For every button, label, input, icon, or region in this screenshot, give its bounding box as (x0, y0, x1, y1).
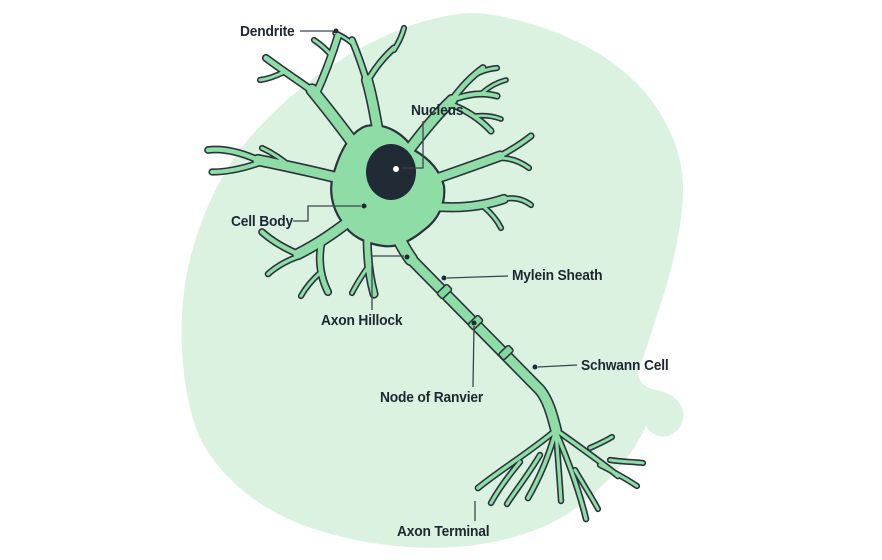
neuron-branch (317, 237, 331, 295)
neuron-branch (476, 428, 558, 490)
neuron-branch (333, 31, 355, 46)
neuron-branch (498, 156, 531, 170)
neuron-branch (498, 134, 533, 158)
label-node-of-ranvier: Node of Ranvier (380, 389, 484, 406)
neuron-branch (449, 65, 486, 103)
neuron-branch (258, 70, 286, 82)
neuron-branch (392, 26, 406, 52)
neuron-branch (468, 66, 499, 80)
neuron-branch (299, 270, 323, 298)
neuron-branch (266, 254, 302, 276)
neuron-branch (502, 196, 533, 207)
label-axon-hillock: Axon Hillock (321, 312, 403, 329)
neuron-branch (263, 55, 317, 95)
neuron-branch (482, 205, 503, 230)
neuron-branch (588, 435, 614, 450)
neuron-branch (526, 428, 558, 500)
neuron-branch (260, 146, 294, 170)
label-schwann-cell: Schwann Cell (581, 357, 669, 374)
neuron-branch (480, 78, 508, 95)
neuron-branch (293, 209, 363, 259)
neuron-branch (312, 38, 334, 58)
neuron-branch (598, 463, 639, 488)
neuron-branch (205, 147, 261, 163)
node-of-ranvier-band (436, 283, 453, 300)
neuron-branch (307, 85, 377, 175)
neuron-branch (428, 152, 504, 184)
neuron-branch (608, 458, 645, 465)
label-cell-body: Cell Body (231, 213, 293, 230)
nucleus (366, 144, 416, 200)
neuron-branch (350, 262, 372, 295)
neuron-branch (474, 114, 503, 121)
neuron-branch (450, 91, 499, 102)
label-myelin-sheath: Mylein Sheath (512, 267, 603, 284)
neuron-branch (405, 253, 561, 435)
neuron-branch (365, 46, 396, 84)
neuron-branch (505, 453, 542, 506)
neuron-branch (426, 195, 508, 211)
neuron-branch (489, 460, 522, 505)
leader-lines (293, 28, 578, 521)
label-nucleus: Nucleus (411, 102, 464, 119)
label-dendrite: Dendrite (240, 23, 295, 40)
neuron-branch (313, 33, 341, 97)
neuron-branch (210, 160, 264, 174)
myelin-sheath (436, 283, 514, 361)
neuron-branch (448, 102, 493, 133)
node-of-ranvier-band (498, 344, 514, 361)
neuron-branch (253, 155, 351, 185)
neuron-branch (554, 430, 588, 521)
neuron-branch (259, 229, 301, 257)
neuron-branch (573, 468, 600, 511)
label-axon-terminal: Axon Terminal (397, 523, 490, 540)
neuron-branch (554, 430, 563, 503)
